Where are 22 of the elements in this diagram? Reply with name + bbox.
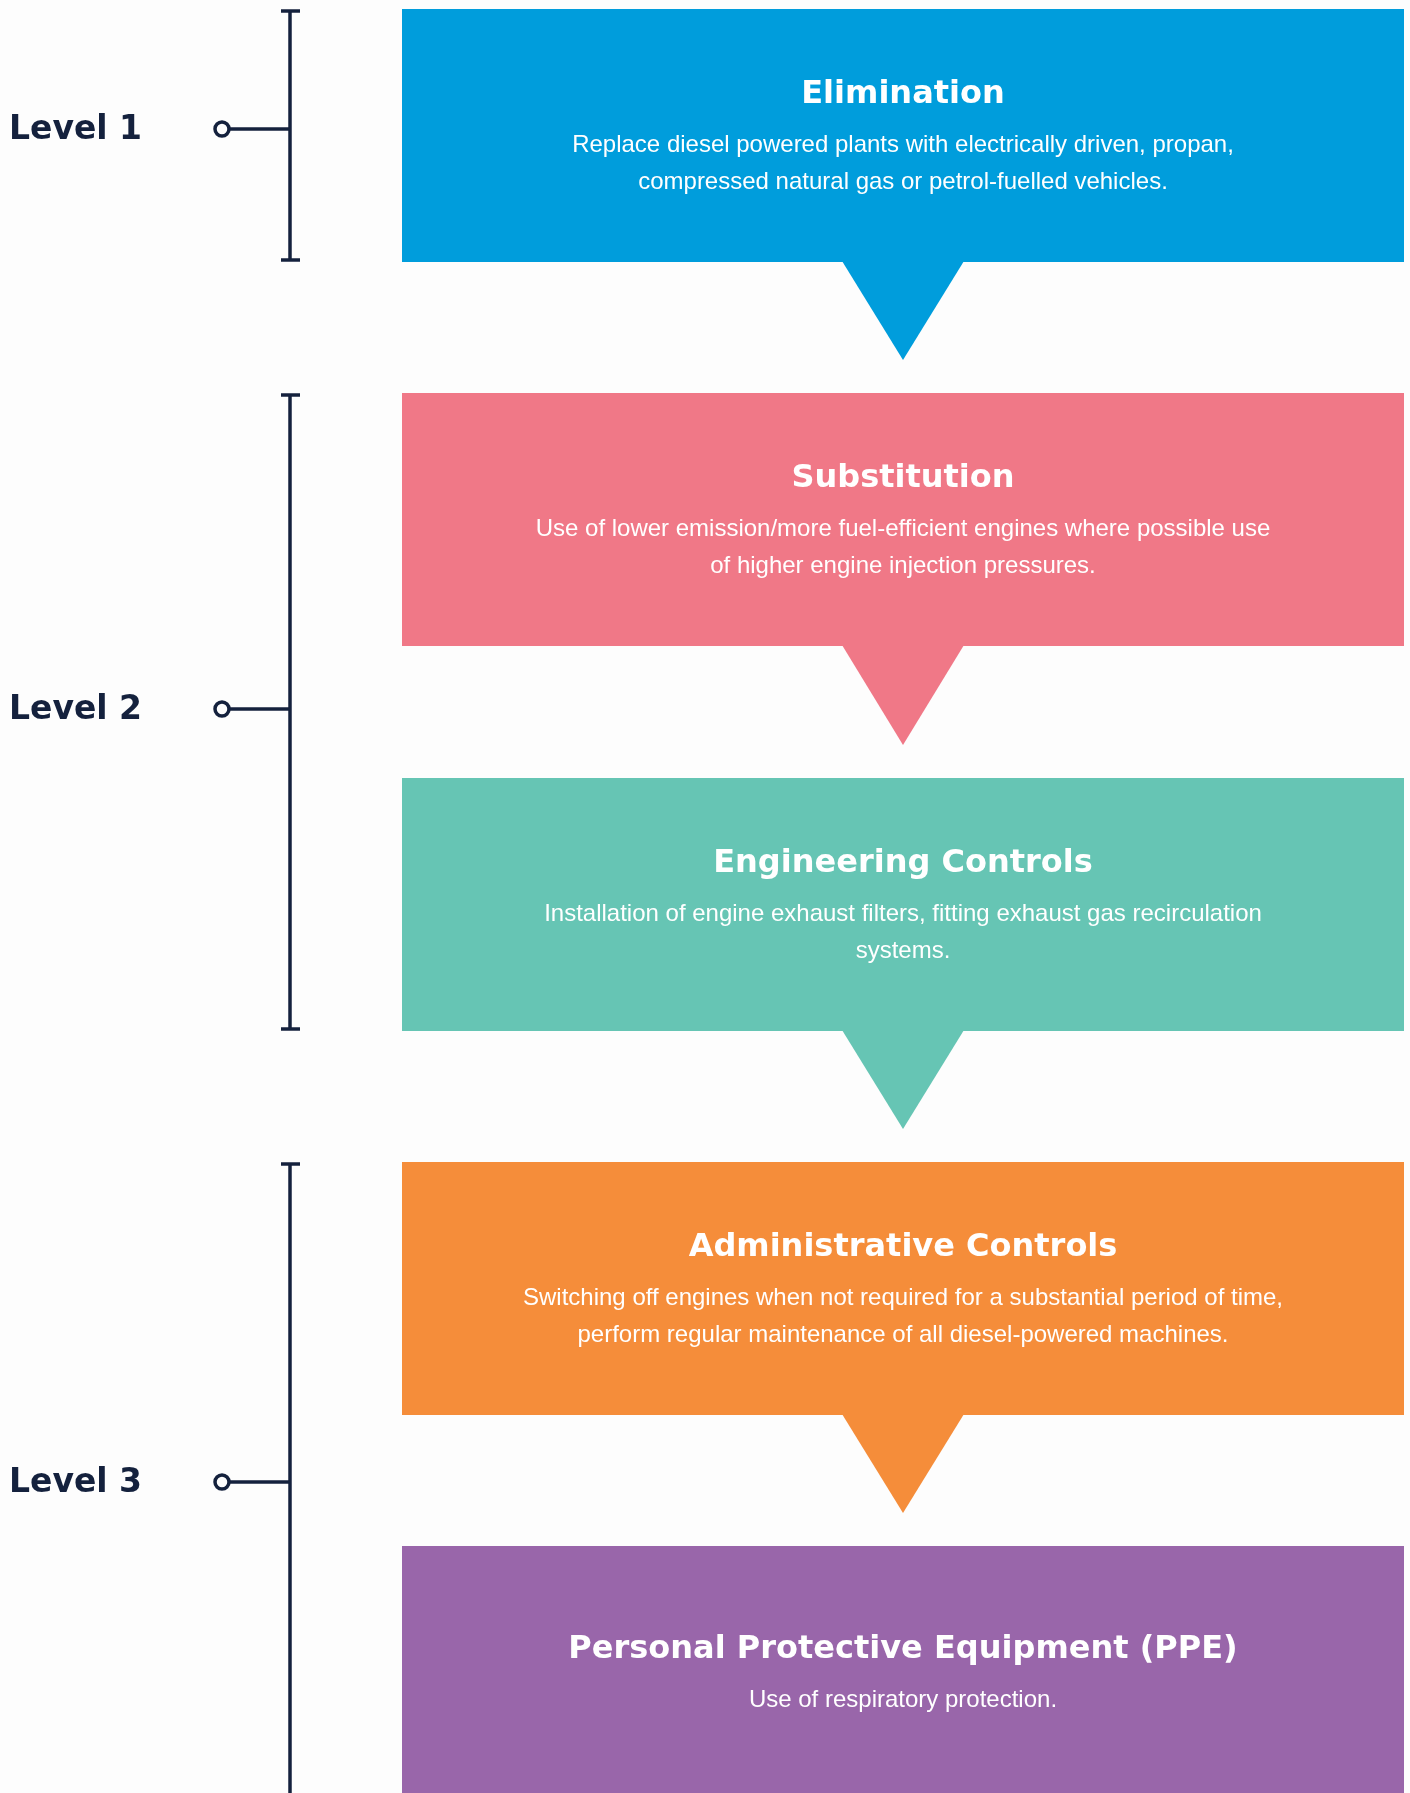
process-box [402, 393, 1404, 646]
box-title: Engineering Controls [713, 841, 1093, 880]
box-title: Elimination [801, 72, 1005, 111]
box-title: Substitution [791, 456, 1015, 495]
box-description: Use of lower emission/more fuel-efficient engines where possible use of higher engine injection pressures. [534, 512, 1272, 580]
process-box [402, 778, 1404, 1031]
box-description: Switching off engines when not required for a substantial period of time, perform regular maintenance of all diesel-powered machines. [523, 1281, 1283, 1349]
level-label: Level 2 [9, 688, 143, 727]
level-label: Level 3 [9, 1461, 143, 1500]
process-box [402, 1162, 1404, 1415]
pointer-arrow [842, 261, 964, 360]
box-description: Replace diesel powered plants with electrically driven, propan, compressed natural gas or petrol-fuelled vehicles. [571, 128, 1235, 196]
pointer-arrow [842, 645, 964, 745]
pointer-arrow [842, 1030, 964, 1129]
process-box [402, 1546, 1404, 1793]
process-box [402, 9, 1404, 262]
box-title: Administrative Controls [688, 1225, 1118, 1264]
box-description: Use of respiratory protection. [748, 1684, 1058, 1714]
pointer-arrow [842, 1414, 964, 1513]
level-label: Level 1 [9, 108, 143, 147]
box-description: Installation of engine exhaust filters, fitting exhaust gas recirculation systems. [543, 897, 1263, 965]
box-title: Personal Protective Equipment (PPE) [568, 1628, 1238, 1666]
